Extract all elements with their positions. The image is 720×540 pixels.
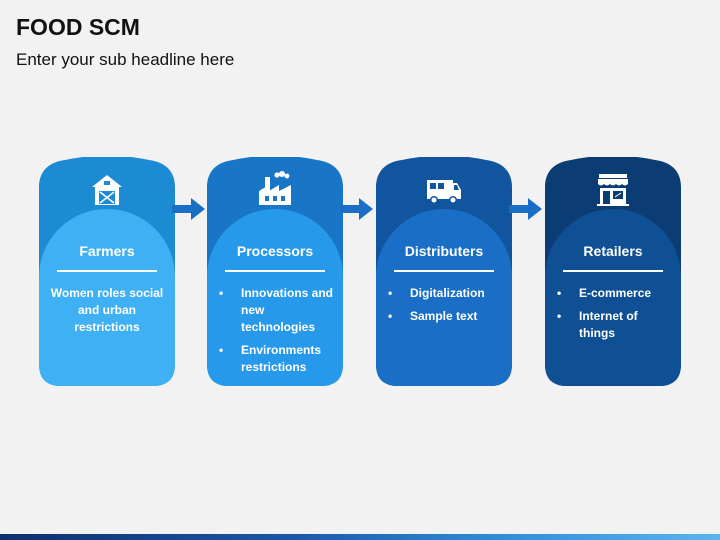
barn-icon xyxy=(92,175,122,205)
factory-icon xyxy=(259,171,291,205)
flow-arrow xyxy=(172,198,205,220)
stage-card-distributers: Distributers Digitalization Sample text xyxy=(376,157,512,386)
stage-card-processors: Processors Innovations and new technolog… xyxy=(207,157,343,386)
stage-bullets: E-commerce Internet of things xyxy=(555,285,673,348)
title-divider xyxy=(394,270,494,272)
stage-bullets: Innovations and new technologies Environ… xyxy=(217,285,335,382)
footer-accent-bar xyxy=(0,534,720,540)
bullet-item: Sample text xyxy=(386,308,504,325)
bullet-item: Digitalization xyxy=(386,285,504,302)
bullet-item: Internet of things xyxy=(555,308,673,342)
stage-card-retailers: Retailers E-commerce Internet of things xyxy=(545,157,681,386)
title-divider xyxy=(57,270,157,272)
page-title: FOOD SCM xyxy=(16,14,140,40)
flow-arrow xyxy=(509,198,542,220)
stage-title: Retailers xyxy=(583,243,643,259)
title-divider xyxy=(225,270,325,272)
stage-bullets: Digitalization Sample text xyxy=(386,285,504,331)
flow-arrow xyxy=(340,198,373,220)
bullet-item: Innovations and new technologies xyxy=(217,285,335,336)
bullet-item: Environments restrictions xyxy=(217,342,335,376)
stage-title: Distributers xyxy=(404,243,484,259)
truck-icon xyxy=(427,180,461,204)
page-subtitle: Enter your sub headline here xyxy=(16,50,235,69)
stage-title: Farmers xyxy=(79,243,135,259)
stage-card-farmers: Farmers Women roles social and urban res… xyxy=(39,157,175,386)
stage-title: Processors xyxy=(236,243,314,259)
bullet-item: E-commerce xyxy=(555,285,673,302)
storefront-icon xyxy=(597,174,629,206)
stage-description: Women roles social and urban restriction… xyxy=(50,286,164,334)
title-divider xyxy=(563,270,663,272)
